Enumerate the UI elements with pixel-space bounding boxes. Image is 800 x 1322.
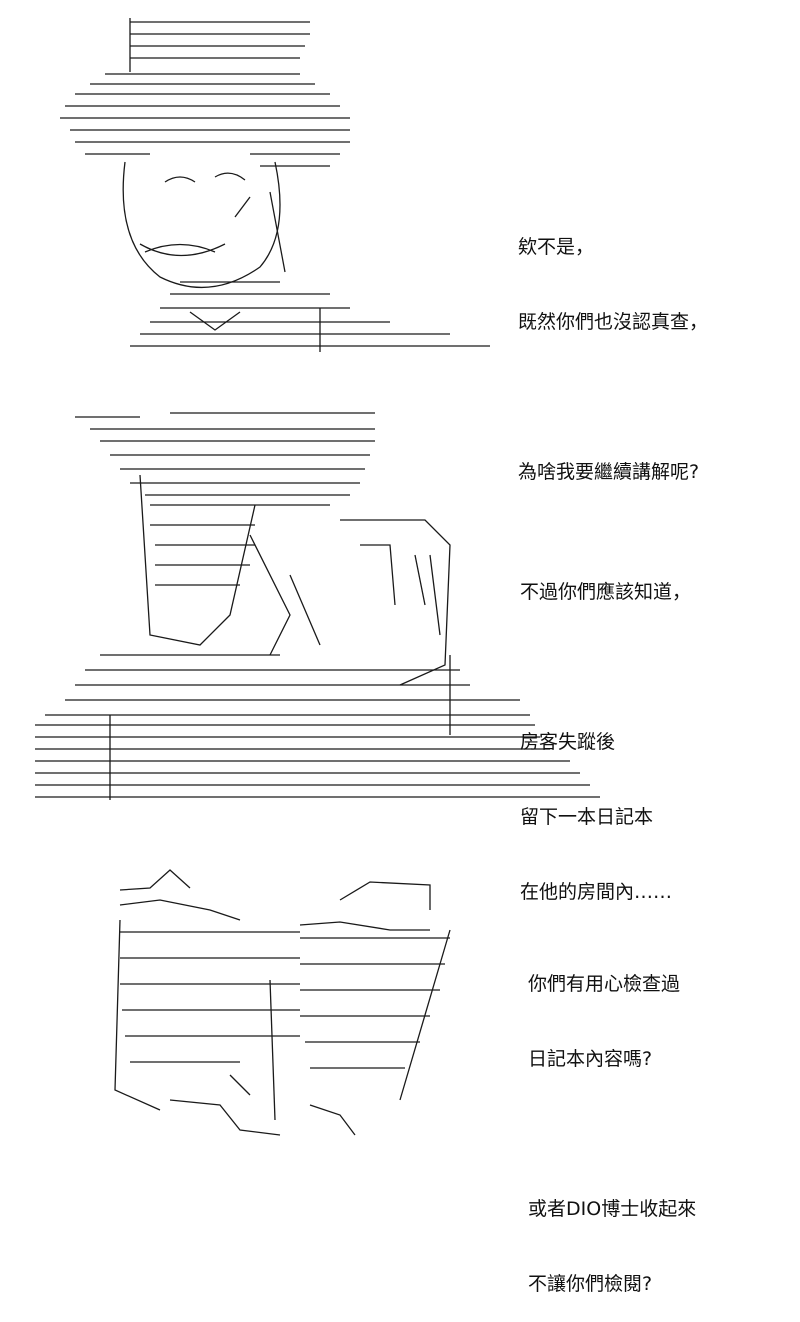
caption-panel-1: 欸不是， 既然你們也沒認真查， 為啥我要繼續講解呢? — [518, 185, 708, 510]
caption-line: 留下一本日記本 — [520, 806, 654, 828]
caption-line: 不過你們應該知道， — [520, 581, 692, 603]
aa-art-open-diary-book — [100, 860, 570, 1150]
caption-line: 欸不是， — [518, 236, 595, 258]
caption-line: 為啥我要繼續講解呢? — [518, 461, 700, 483]
aa-art-figure-with-hand-raised — [30, 405, 600, 810]
caption-line: 或者DIO博士收起來 — [528, 1198, 697, 1220]
caption-line: 在他的房間內…… — [520, 881, 673, 903]
caption-line: 日記本內容嗎? — [528, 1048, 653, 1070]
caption-line: 不讓你們檢閱? — [528, 1273, 653, 1295]
caption-line: 你們有用心檢查過 — [528, 973, 681, 995]
caption-panel-3: 你們有用心檢查過 日記本內容嗎? 或者DIO博士收起來 不讓你們檢閱? — [528, 922, 696, 1322]
aa-art-man-in-hat — [30, 12, 500, 362]
caption-panel-2: 不過你們應該知道， 房客失蹤後 留下一本日記本 在他的房間內…… — [520, 530, 691, 930]
caption-line: 房客失蹤後 — [520, 731, 616, 753]
caption-line: 既然你們也沒認真查， — [518, 311, 709, 333]
caption-line — [528, 1122, 696, 1147]
caption-line — [520, 655, 691, 680]
